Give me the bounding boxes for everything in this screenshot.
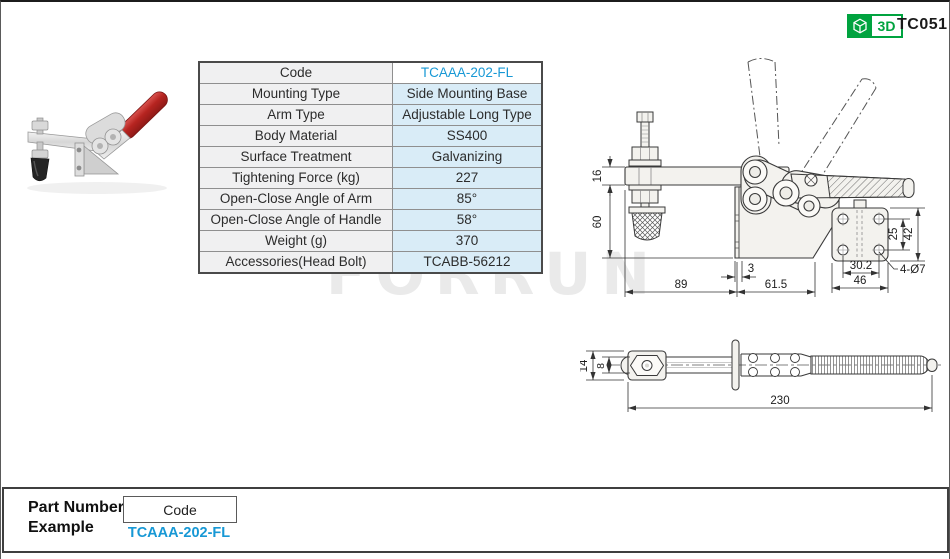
spec-value: 227 bbox=[392, 167, 543, 189]
spec-label: Tightening Force (kg) bbox=[198, 167, 393, 189]
dim-plate-height: 42 bbox=[903, 228, 915, 241]
spec-label: Surface Treatment bbox=[198, 146, 393, 168]
photo-shadow bbox=[27, 182, 167, 194]
front-dimensions bbox=[602, 156, 816, 297]
top-view-linkage bbox=[740, 353, 812, 377]
dim-height: 60 bbox=[592, 216, 604, 229]
dim-holes-label: 4-Ø7 bbox=[900, 264, 926, 276]
spec-value: 85° bbox=[392, 188, 543, 210]
spec-value: TCABB-56212 bbox=[392, 251, 543, 274]
spec-value: Adjustable Long Type bbox=[392, 104, 543, 126]
dim-hole-span-h: 30.2 bbox=[850, 260, 872, 272]
dim-length-right: 61.5 bbox=[765, 279, 787, 291]
table-row: Accessories(Head Bolt)TCABB-56212 bbox=[198, 251, 543, 274]
handle-closed bbox=[790, 173, 915, 199]
part-number-example-title: Part Number Example bbox=[28, 498, 124, 538]
top-view-head bbox=[620, 350, 667, 381]
spec-value: 58° bbox=[392, 209, 543, 231]
dim-arm-thickness: 16 bbox=[592, 170, 604, 183]
spec-label: Open-Close Angle of Handle bbox=[198, 209, 393, 231]
dim-total-length: 230 bbox=[770, 395, 789, 407]
grip-hatch bbox=[826, 174, 913, 199]
dim-inner-width: 8 bbox=[595, 363, 607, 369]
part-number-title-line2: Example bbox=[28, 519, 94, 536]
rivets bbox=[742, 159, 821, 218]
table-row: Weight (g)370 bbox=[198, 230, 543, 252]
spindle-assembly bbox=[628, 111, 666, 241]
part-number-title-line1: Part Number bbox=[28, 499, 125, 516]
code-header-box: Code bbox=[123, 496, 237, 523]
mounting-plate-view: 25 42 30.2 46 4-Ø7 bbox=[831, 199, 926, 293]
spec-value: Galvanizing bbox=[392, 146, 543, 168]
dim-outer-width: 14 bbox=[580, 359, 590, 372]
dim-offset: 3 bbox=[748, 263, 754, 275]
spec-label: Mounting Type bbox=[198, 83, 393, 105]
spec-label: Accessories(Head Bolt) bbox=[198, 251, 393, 274]
product-photo bbox=[27, 91, 168, 194]
spec-label: Weight (g) bbox=[198, 230, 393, 252]
page-code: TC051 bbox=[897, 16, 948, 33]
rubber-tip bbox=[631, 212, 663, 241]
spec-label: Code bbox=[198, 61, 393, 84]
top-dimensions bbox=[586, 350, 933, 412]
view-3d-badge[interactable]: 3D bbox=[847, 14, 903, 38]
dim-hole-span-v: 25 bbox=[888, 228, 900, 241]
spec-label: Open-Close Angle of Arm bbox=[198, 188, 393, 210]
example-code-value[interactable]: TCAAA-202-FL bbox=[127, 525, 231, 541]
handle-linkage bbox=[740, 155, 915, 218]
photo-base-plate bbox=[74, 142, 120, 177]
spec-label: Arm Type bbox=[198, 104, 393, 126]
table-row: Tightening Force (kg)227 bbox=[198, 167, 543, 189]
plate-dimensions bbox=[831, 207, 925, 293]
part-number-example-box: Part Number Example Code TCAAA-202-FL bbox=[2, 487, 949, 553]
top-view-grip bbox=[810, 355, 938, 375]
top-view-arm bbox=[666, 356, 732, 374]
dim-length-left: 89 bbox=[675, 279, 688, 291]
cube-3d-icon bbox=[847, 14, 872, 38]
spec-value: 370 bbox=[392, 230, 543, 252]
badge-3d-label: 3D bbox=[872, 14, 903, 38]
spec-value-code-link[interactable]: TCAAA-202-FL bbox=[392, 61, 543, 84]
spec-label: Body Material bbox=[198, 125, 393, 147]
spec-value: SS400 bbox=[392, 125, 543, 147]
photo-linkage bbox=[85, 112, 126, 155]
photo-spindle bbox=[30, 117, 50, 182]
plate-holes bbox=[836, 212, 886, 257]
cross-pin bbox=[731, 339, 740, 391]
dim-plate-width: 46 bbox=[854, 275, 867, 287]
spec-value: Side Mounting Base bbox=[392, 83, 543, 105]
front-view-drawing: 16 60 89 61.5 3 25 42 30.2 46 4-Ø7 bbox=[592, 58, 926, 297]
top-view-drawing: 14 8 230 bbox=[580, 339, 942, 412]
